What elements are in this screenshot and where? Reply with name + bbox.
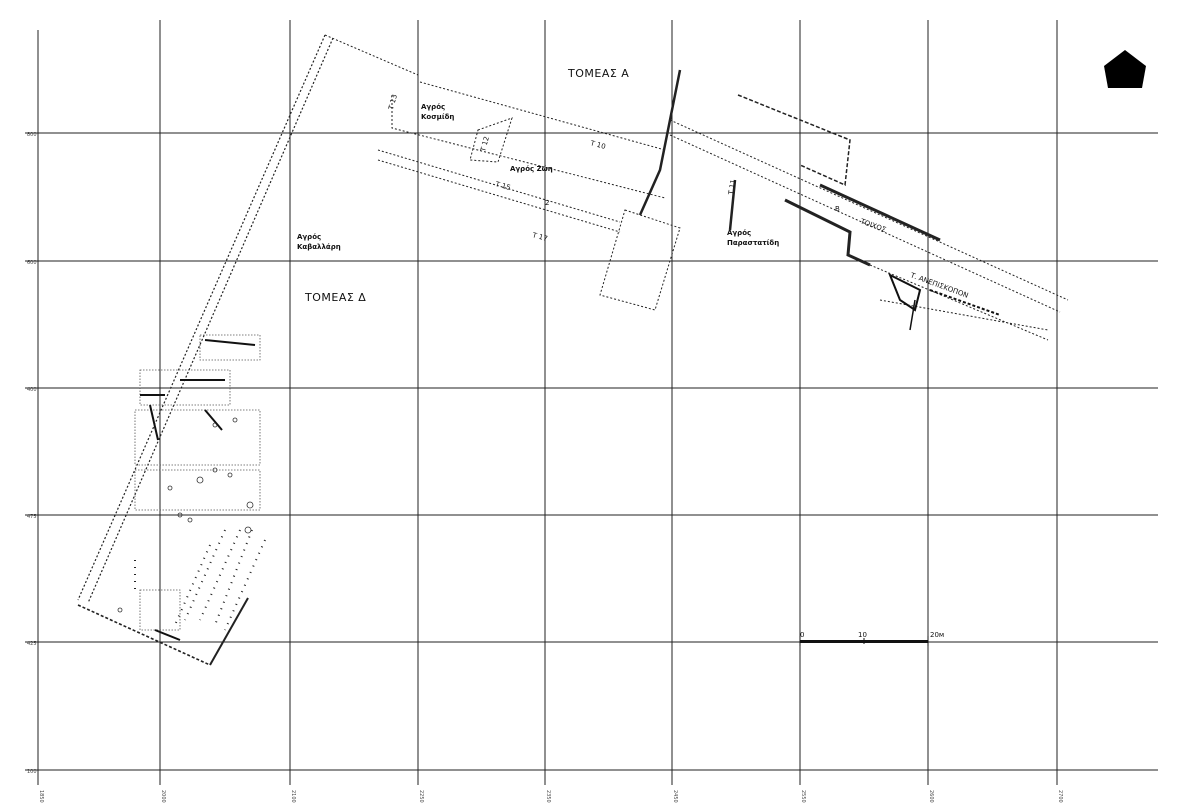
bottom-tick-labels: 1850 2000 2100 2250 2350 2450 2550 2600 …: [38, 790, 1063, 803]
wall-fragments: [140, 339, 256, 641]
left-tick: 600: [27, 260, 37, 266]
scale-bar: 0 10 20м: [799, 631, 944, 646]
tanioukas-label: Τ. ΑΝΕΠΙΣΚΟΠΟΝ: [908, 271, 969, 300]
trench-t10: Τ 10: [589, 139, 607, 151]
west-trench-bottom: [77, 604, 211, 666]
trench-t13: Τ 13: [387, 94, 399, 112]
grid: [25, 20, 1158, 785]
bottom-tick: 2350: [545, 790, 551, 803]
kosmidi-trench: [391, 81, 666, 199]
left-tick: 400: [27, 387, 37, 393]
west-trench-east-side: [209, 597, 249, 666]
bottom-tick: 2100: [290, 790, 296, 803]
wall-b: [784, 183, 941, 267]
trench-t17: Τ 17: [531, 231, 549, 243]
bottom-tick: 2250: [418, 790, 424, 803]
field-kosmidi-line1: Αγρός: [421, 103, 445, 111]
field-zoi-label: Αγρός Ζώη: [510, 165, 553, 173]
wall-b-label: Β: [835, 205, 840, 213]
bottom-tick: 2000: [160, 790, 166, 803]
ne-long-trench: [669, 119, 1069, 313]
sector-d-label: ΤΟΜΕΑΣ Δ: [304, 291, 366, 304]
parastatidi-lower-trench: [869, 264, 1049, 341]
left-tick-labels: 800 600 400 475 425 100: [27, 132, 37, 775]
field-kavallari-line1: Αγρός: [297, 233, 321, 241]
tanioukas-feature: [888, 272, 1001, 331]
west-trench-top: [324, 34, 419, 76]
bottom-tick: 1850: [38, 790, 44, 803]
field-parastatidi-line2: Παραστατίδη: [727, 239, 779, 247]
field-parastatidi-line1: Αγρός: [727, 229, 751, 237]
trench-2: 2: [545, 199, 549, 207]
t11-trench: [638, 69, 737, 231]
scale-label-10: 10: [858, 631, 867, 639]
trench-t15: Τ 15: [494, 180, 512, 192]
bottom-tick: 2550: [800, 790, 806, 803]
trench-t11: Τ 11: [727, 179, 738, 197]
bottom-tick: 2600: [928, 790, 934, 803]
field-kosmidi-line2: Κοσμίδη: [421, 113, 454, 121]
left-tick: 800: [27, 132, 37, 138]
wall-label: ΤΟΙΧΟΣ: [858, 217, 887, 234]
left-tick: 100: [27, 769, 37, 775]
zoi-trench: [377, 149, 621, 233]
scale-label-20: 20м: [930, 631, 944, 639]
trench-t12: Τ 12: [479, 136, 491, 154]
bottom-tick: 2700: [1057, 790, 1063, 803]
west-trench-outline: [77, 34, 334, 604]
sector-a-label: ΤΟΜΕΑΣ Α: [567, 67, 629, 80]
t12-box: [469, 117, 513, 163]
sector-d-excavation: [134, 334, 261, 631]
post-hole-rows: [134, 529, 266, 631]
scale-label-0: 0: [800, 631, 804, 639]
bottom-tick: 2450: [672, 790, 678, 803]
north-arrow-icon: [1104, 50, 1146, 88]
left-tick: 475: [27, 514, 37, 520]
central-square-trench: [599, 209, 681, 311]
field-kavallari-line2: Καβαλλάρη: [297, 243, 341, 251]
trench-outlines: [77, 34, 1069, 666]
left-tick: 425: [27, 641, 37, 647]
ne-upper-wall: [737, 94, 851, 187]
